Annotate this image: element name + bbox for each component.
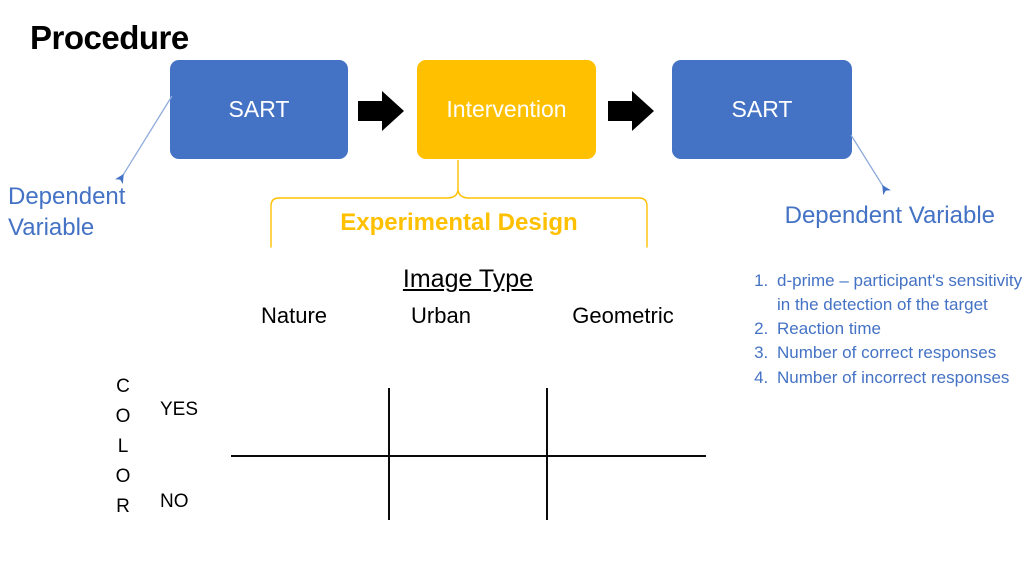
flow-box-label: SART	[228, 96, 290, 122]
flow-box-sart-post[interactable]: SART	[672, 60, 852, 159]
flow-box-label: SART	[731, 96, 793, 122]
color-axis-letter: O	[115, 466, 131, 487]
color-axis-letter: L	[117, 436, 129, 457]
experimental-design-label: Experimental Design	[340, 209, 578, 236]
dependent-variable-label-right: Dependent Variable	[784, 202, 995, 229]
list-item: Number of correct responses	[773, 341, 1024, 365]
list-item: Number of incorrect responses	[773, 366, 1024, 390]
flow-box-label: Intervention	[446, 96, 567, 122]
row-header-yes: YES	[160, 399, 199, 420]
color-axis-letter: C	[116, 376, 130, 397]
page-title: Procedure	[30, 19, 189, 56]
row-header-no: NO	[160, 491, 189, 512]
right-block-arrow-icon-1	[358, 90, 404, 132]
image-type-heading: Image Type	[402, 265, 534, 293]
list-item: d-prime – participant's sensitivity in t…	[773, 269, 1024, 317]
flow-box-sart-pre[interactable]: SART	[170, 60, 348, 159]
grid-vertical-line-1	[388, 388, 390, 520]
dependent-measures-list: d-prime – participant's sensitivity in t…	[745, 269, 1024, 390]
color-axis-letter: R	[116, 496, 130, 517]
column-header-geometric: Geometric	[572, 303, 674, 328]
list-item: Reaction time	[773, 317, 1024, 341]
color-axis-label: C O L O R	[112, 372, 134, 522]
right-block-arrow-icon-2	[608, 90, 654, 132]
grid-horizontal-line	[231, 455, 706, 457]
column-header-urban: Urban	[411, 303, 471, 328]
column-header-nature: Nature	[260, 303, 328, 328]
color-axis-letter: O	[115, 406, 131, 427]
flow-box-intervention[interactable]: Intervention	[417, 60, 596, 159]
grid-vertical-line-2	[546, 388, 548, 520]
dependent-variable-label-left: Dependent Variable	[8, 183, 126, 241]
